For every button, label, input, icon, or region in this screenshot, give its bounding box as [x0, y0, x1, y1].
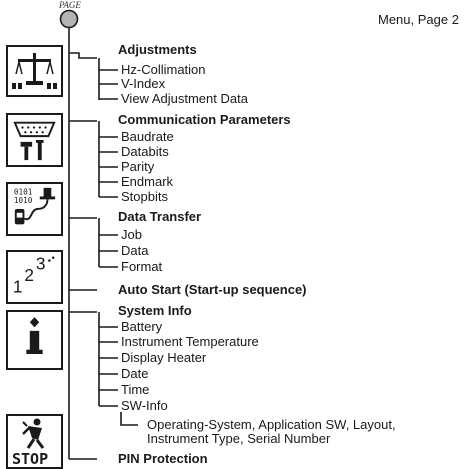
menu-item-databits[interactable]: Databits — [121, 144, 169, 159]
page-title: Menu, Page 2 — [378, 12, 459, 27]
menu-item-stopbits[interactable]: Stopbits — [121, 189, 168, 204]
menu-item-display-heater[interactable]: Display Heater — [121, 350, 207, 365]
page-label: PAGE — [59, 0, 81, 10]
balance-scale-icon — [6, 45, 63, 97]
menu-item-view-adjustment-data[interactable]: View Adjustment Data — [121, 91, 248, 106]
menu-item-date[interactable]: Date — [121, 366, 149, 381]
stop-label: STOP — [12, 450, 49, 468]
menu-item-time[interactable]: Time — [121, 382, 150, 397]
sequence-digit-3: 3 — [36, 253, 46, 273]
menu-item-endmark[interactable]: Endmark — [121, 174, 174, 189]
data-bits-top: 0101 — [14, 188, 33, 197]
menu-item-job[interactable]: Job — [121, 227, 142, 242]
branch-adjustments — [69, 52, 97, 59]
menu-item-sw-info[interactable]: SW-Info — [121, 398, 168, 413]
menu-auto-start-title[interactable]: Auto Start (Start-up sequence) — [118, 282, 307, 297]
menu-item-hz-collimation[interactable]: Hz-Collimation — [121, 62, 206, 77]
menu-item-format[interactable]: Format — [121, 259, 163, 274]
branch-sw-info-detail — [120, 412, 138, 426]
menu-item-baudrate[interactable]: Baudrate — [121, 129, 174, 144]
data-bits-bottom: 1010 — [14, 196, 33, 205]
sequence-123-icon: 1 2 3 — [6, 250, 63, 304]
sw-info-detail-line-1: Operating-System, Application SW, Layout… — [147, 417, 396, 432]
menu-item-instrument-temperature[interactable]: Instrument Temperature — [121, 334, 259, 349]
sequence-digit-2: 2 — [24, 265, 34, 285]
menu-system-info-title[interactable]: System Info — [118, 303, 192, 318]
data-cable-icon: 0101 1010 — [6, 182, 63, 236]
menu-communication-title[interactable]: Communication Parameters — [118, 112, 291, 127]
info-icon — [6, 310, 63, 370]
menu-item-v-index[interactable]: V-Index — [121, 76, 166, 91]
menu-item-data[interactable]: Data — [121, 243, 149, 258]
sw-info-detail-line-2: Instrument Type, Serial Number — [147, 431, 331, 446]
menu-pin-protection-title[interactable]: PIN Protection — [118, 451, 208, 466]
sequence-digit-1: 1 — [13, 276, 23, 296]
menu-adjustments-title[interactable]: Adjustments — [118, 42, 197, 57]
menu-item-parity[interactable]: Parity — [121, 159, 155, 174]
menu-data-transfer-title[interactable]: Data Transfer — [118, 209, 202, 224]
page-circle-icon — [59, 9, 79, 29]
stop-person-icon: STOP — [6, 414, 63, 469]
menu-item-battery[interactable]: Battery — [121, 319, 163, 334]
connector-tools-icon — [6, 113, 63, 167]
